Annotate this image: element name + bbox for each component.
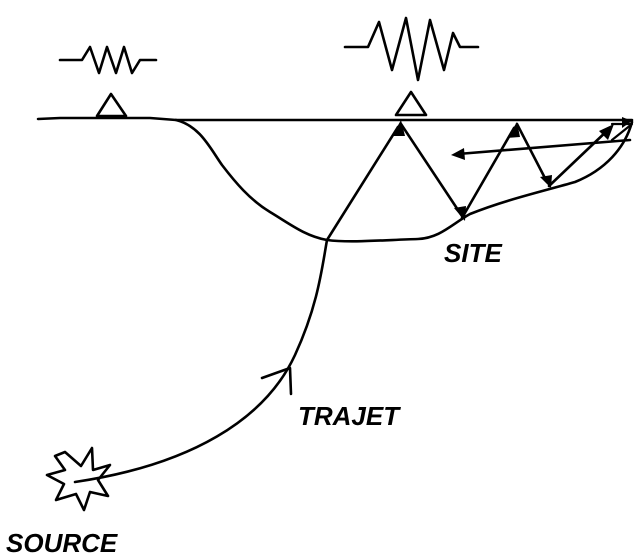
label-trajet: TRAJET [298, 401, 401, 431]
ground-surface-line [36, 116, 634, 122]
wave-down-1 [399, 122, 464, 218]
wave-edge-reflection [610, 122, 634, 142]
ray-direction-chevron [260, 366, 293, 396]
receiver-rock-site [95, 92, 128, 118]
wave-up-2 [460, 126, 516, 220]
label-source: SOURCE [6, 528, 118, 558]
ray-path-trajet [73, 238, 329, 484]
label-site: SITE [444, 238, 502, 268]
wave-down-2 [515, 122, 549, 184]
source-star-icon [45, 446, 112, 512]
wave-up-3 [547, 126, 612, 188]
wave-up-to-receiver [325, 125, 400, 242]
arrowhead-up-3 [599, 124, 614, 140]
arrowhead-edge [622, 117, 632, 128]
arrowhead-surface-wave [451, 148, 465, 160]
seismogram-small [58, 45, 158, 75]
seismogram-large [343, 16, 480, 82]
surface-wave-lateral [456, 138, 632, 156]
receiver-basin-site [394, 90, 428, 117]
basin-boundary [174, 118, 634, 243]
